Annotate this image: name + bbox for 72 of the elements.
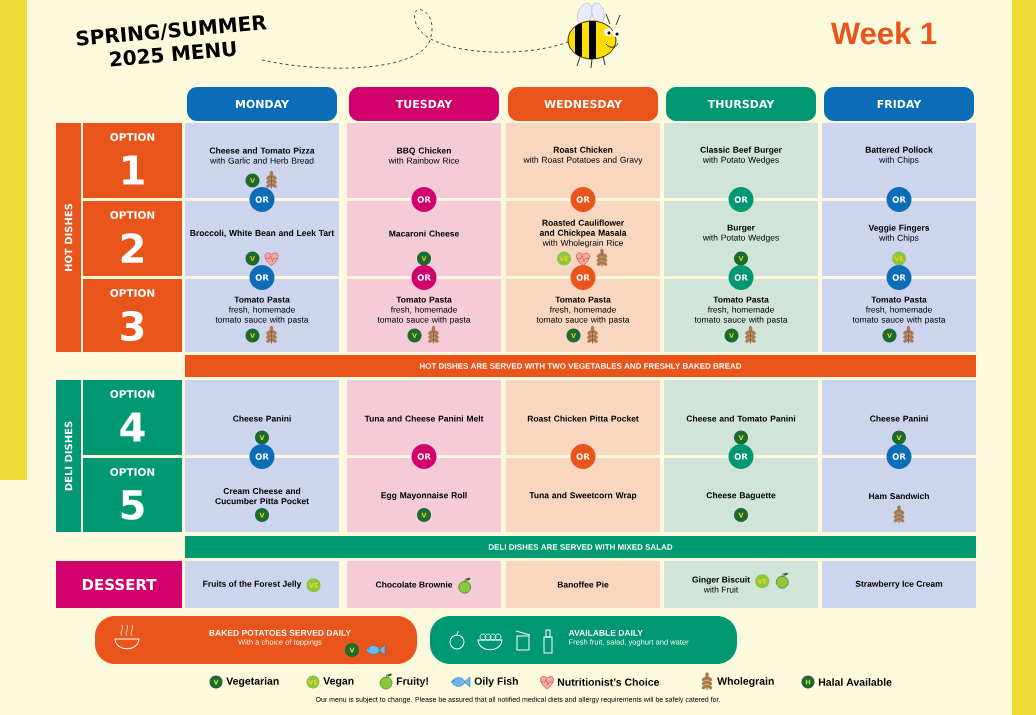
- option-box: OPTION 3: [83, 279, 182, 352]
- node-label: OPTION: [110, 289, 155, 297]
- node-label: HOT DISHES: [64, 203, 73, 271]
- node-label: 5: [121, 490, 144, 520]
- or-badge: OR: [728, 265, 754, 290]
- or-badge: OR: [570, 444, 596, 469]
- heart-icon: [264, 252, 279, 266]
- legend-label: Wholegrain: [717, 677, 774, 687]
- wheat-icon: [428, 325, 439, 344]
- wheat-icon: [587, 325, 598, 344]
- menu-cell: Chocolate Brownie: [347, 561, 501, 608]
- day-header: THURSDAY: [666, 87, 816, 121]
- apple-icon: [458, 577, 471, 594]
- option-box: OPTION 5: [83, 458, 182, 532]
- or-badge: OR: [411, 265, 437, 290]
- legend-label: Oily Fish: [474, 677, 518, 687]
- day-header: FRIDAY: [824, 87, 974, 121]
- legend-label: Halal Available: [818, 678, 892, 686]
- or-badge: OR: [886, 444, 912, 469]
- node-label: DELI DISHES: [64, 421, 73, 491]
- or-badge: OR: [249, 265, 275, 290]
- apple-icon: [775, 572, 789, 589]
- node-label: OPTION: [110, 211, 155, 219]
- day-header: MONDAY: [187, 87, 337, 121]
- node-label: OPTION: [110, 468, 155, 476]
- section-band: DESSERT: [56, 561, 182, 608]
- fish-icon: [365, 644, 386, 656]
- wheat-icon: [266, 325, 277, 344]
- section-band: HOT DISHES: [56, 123, 81, 352]
- or-badge: OR: [728, 187, 754, 212]
- option-box: OPTION 1: [83, 123, 182, 198]
- day-header: TUESDAY: [349, 87, 499, 121]
- or-badge: OR: [411, 444, 437, 469]
- or-badge: OR: [570, 187, 596, 212]
- wheat-icon: [745, 325, 756, 344]
- bowl-icon: [477, 633, 503, 651]
- menu-cell: Banoffee Pie: [506, 561, 660, 608]
- menu-cell: Strawberry Ice Cream: [822, 561, 976, 608]
- info-band: HOT DISHES ARE SERVED WITH TWO VEGETABLES AND FRESHLY BAKED BREAD: [185, 355, 976, 377]
- legend-label: Fruity!: [396, 677, 428, 687]
- option-box: OPTION 2: [83, 201, 182, 276]
- or-badge: OR: [886, 265, 912, 290]
- or-badge: OR: [411, 187, 437, 212]
- node-label: OPTION: [110, 390, 155, 398]
- wheat-icon: [596, 248, 608, 267]
- cup-icon: [515, 630, 531, 651]
- day-header: WEDNESDAY: [508, 87, 658, 121]
- heart-icon: [576, 252, 590, 266]
- week-label: Week 1: [830, 21, 937, 45]
- or-badge: OR: [570, 265, 596, 290]
- info-band: DELI DISHES ARE SERVED WITH MIXED SALAD: [185, 536, 976, 558]
- or-badge: OR: [249, 444, 275, 469]
- or-badge: OR: [728, 444, 754, 469]
- or-badge: OR: [249, 187, 275, 212]
- node-label: 3: [121, 310, 144, 342]
- legend-label: Vegetarian: [226, 677, 279, 687]
- node-label: 2: [121, 233, 143, 263]
- node-label: OPTION: [110, 133, 155, 141]
- node-label: 1: [123, 155, 144, 185]
- menu-title: SPRING/SUMMER 2025 MENU: [76, 15, 267, 67]
- or-badge: OR: [886, 187, 912, 212]
- option-box: OPTION 4: [83, 380, 182, 455]
- wheat-icon: [893, 505, 905, 524]
- section-band: DELI DISHES: [56, 380, 81, 532]
- wheat-icon: [903, 325, 914, 344]
- wheat-icon: [266, 170, 277, 189]
- apple-icon: [449, 630, 465, 650]
- bowl-icon: [114, 624, 140, 650]
- legend-label: Vegan: [323, 677, 354, 687]
- node-label: 4: [120, 412, 145, 442]
- bottle-icon: [543, 629, 553, 654]
- legend-label: Nutritionist’s Choice: [557, 678, 660, 686]
